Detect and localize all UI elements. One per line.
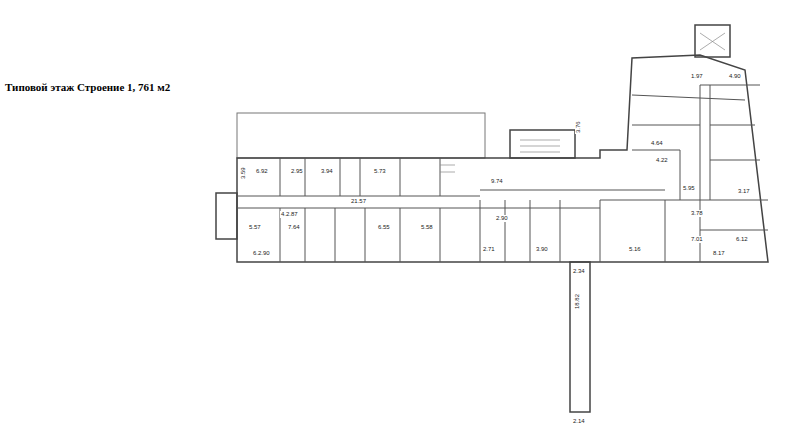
dimension-label: 5.16 (628, 246, 642, 253)
dimension-label: 8.17 (712, 250, 726, 257)
dimension-label: 4.2.87 (280, 211, 299, 218)
dimension-label: 5.57 (248, 224, 262, 231)
dimension-label: 3.17 (737, 188, 751, 195)
dimension-label: 9.74 (490, 178, 504, 185)
interior-walls (237, 85, 768, 262)
stair-steps (440, 33, 725, 172)
dimension-label: 4.22 (655, 157, 669, 164)
annex-outline (237, 113, 485, 158)
bridge-corridor (570, 262, 590, 412)
dimension-label: 5.58 (420, 224, 434, 231)
dimension-label: 6.92 (255, 168, 269, 175)
dimension-label: 5.73 (373, 168, 387, 175)
dimension-label: 7.64 (287, 224, 301, 231)
dimension-label: 3.59 (240, 166, 247, 180)
dimension-label: 21.57 (350, 198, 367, 205)
dimension-label: 2.95 (290, 168, 304, 175)
dimension-label: 4.64 (650, 140, 664, 147)
dimension-label: 1.97 (690, 73, 704, 80)
dimension-label: 3.90 (535, 246, 549, 253)
dimension-label: 6.2.90 (252, 250, 271, 257)
dimension-label: 3.94 (320, 168, 334, 175)
stair-tower (695, 25, 730, 57)
dimension-label: 6.55 (377, 224, 391, 231)
stair-block (510, 130, 575, 158)
dimension-label: 7.01 (690, 236, 704, 243)
dimension-label: 6.12 (735, 236, 749, 243)
dimension-label: 2.90 (495, 215, 509, 222)
plan-title: Типовой этаж Строение 1, 761 м2 (5, 81, 170, 93)
dimension-label: 18.82 (574, 293, 581, 310)
dimension-label: 2.34 (572, 268, 586, 275)
dimension-label: 2.71 (482, 246, 496, 253)
dimension-label: 3.78 (690, 210, 704, 217)
dimension-label: 3.76 (575, 120, 582, 134)
dimension-label: 2.14 (572, 418, 586, 425)
stair-porch (216, 193, 237, 239)
building-outline (237, 55, 768, 262)
dimension-label: 5.95 (682, 185, 696, 192)
dimension-label: 4.90 (728, 73, 742, 80)
